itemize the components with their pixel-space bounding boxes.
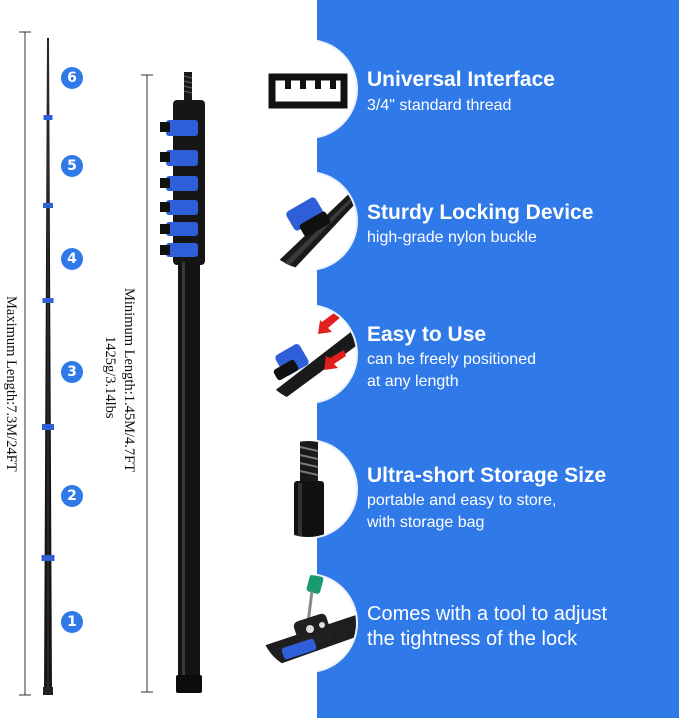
- screwdriver-lock-icon: [260, 575, 356, 671]
- thread-ruler-icon: [268, 73, 348, 109]
- section-badge-5: 5: [61, 155, 83, 177]
- feature-1-desc: 3/4" standard thread: [367, 97, 512, 114]
- storage-size-image: [260, 441, 356, 537]
- section-badge-3: 3: [61, 361, 83, 383]
- section-badge-1: 1: [61, 611, 83, 633]
- max-length-label: Maximum Length:7.3M/24FT: [3, 296, 19, 472]
- weight-label: 1425g/3.14lbs: [102, 336, 118, 419]
- feature-3-desc-line-2: at any length: [367, 373, 459, 390]
- feature-3-title: Easy to Use: [367, 323, 487, 346]
- feature-2-title: Sturdy Locking Device: [367, 201, 594, 224]
- feature-5-desc-line-1: Comes with a tool to adjust: [367, 603, 608, 625]
- easy-to-use-image: [260, 306, 356, 402]
- feature-4-desc-line-2: with storage bag: [367, 514, 485, 531]
- threaded-tip-icon: [294, 441, 324, 537]
- locking-device-image: [260, 173, 356, 269]
- blue-background-panel: [317, 0, 679, 718]
- feature-1-title: Universal Interface: [367, 68, 555, 91]
- min-length-label: Minimum Length:1.45M/4.7FT: [121, 288, 137, 473]
- locking-clamp-icon: [270, 187, 356, 269]
- section-badge-6: 6: [61, 67, 83, 89]
- feature-3-desc-line-1: can be freely positioned: [367, 351, 536, 368]
- feature-4-title: Ultra-short Storage Size: [367, 464, 607, 487]
- clamp-press-icon: [260, 310, 356, 402]
- feature-2-desc: high-grade nylon buckle: [367, 229, 537, 246]
- section-badge-4: 4: [61, 248, 83, 270]
- feature-5-desc-line-2: the tightness of the lock: [367, 628, 578, 650]
- adjustment-tool-image: [260, 575, 356, 671]
- section-badge-2: 2: [61, 485, 83, 507]
- extended-pole-illustration: [19, 31, 55, 696]
- feature-4-desc-line-1: portable and easy to store,: [367, 492, 557, 509]
- retracted-pole-illustration: [141, 72, 205, 693]
- universal-interface-image: [260, 41, 356, 137]
